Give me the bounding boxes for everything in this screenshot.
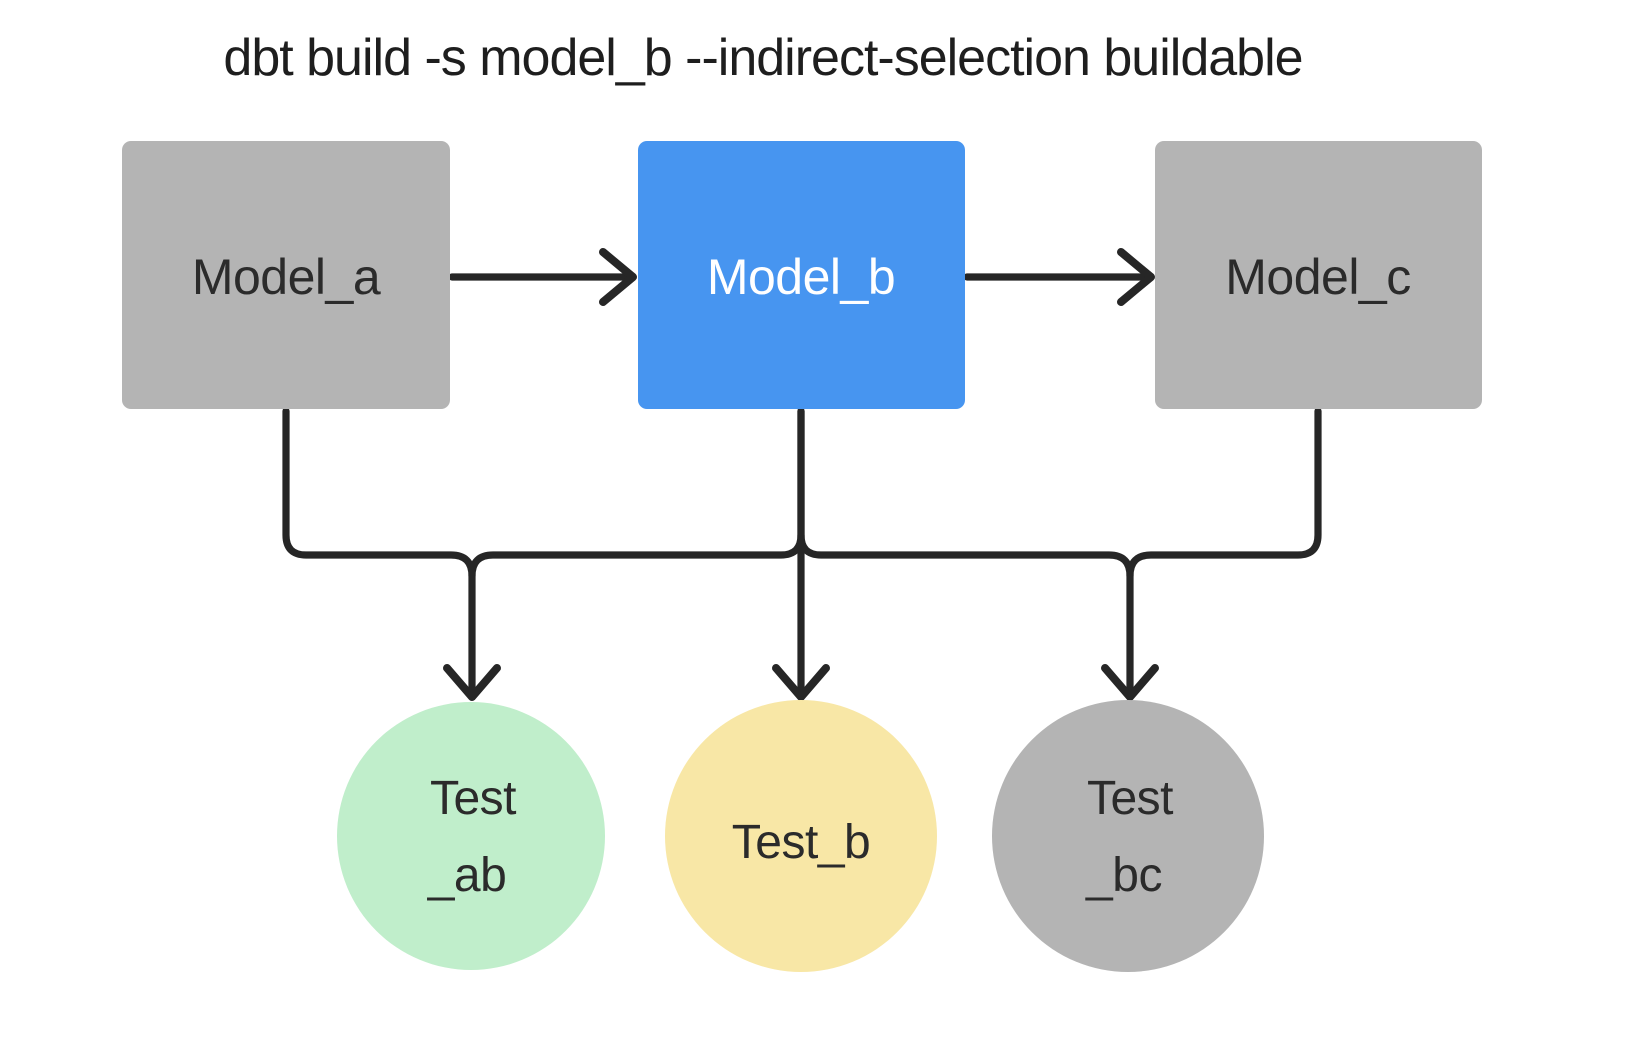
node-test-bc: Test _bc — [992, 700, 1264, 972]
diagram-title: dbt build -s model_b --indirect-selectio… — [223, 29, 1303, 87]
edge-model-c-to-test-bc — [1126, 407, 1322, 580]
node-test-ab: Test _ab — [337, 702, 605, 970]
node-model-a-box — [122, 141, 450, 409]
edge-model-a-to-test-ab — [282, 407, 476, 697]
node-model-a-label: Model_a — [192, 249, 381, 305]
arrowhead-test-bc-icon — [1101, 664, 1159, 701]
arrowhead-model-a-to-model-b-icon — [599, 248, 637, 306]
node-test-b: Test_b — [665, 700, 937, 972]
node-test-ab-label-line1: Test — [430, 772, 516, 825]
node-test-b-label: Test_b — [732, 816, 870, 869]
node-model-c-label: Model_c — [1225, 249, 1411, 305]
arrowhead-test-ab-icon — [443, 664, 501, 701]
node-test-bc-circle — [992, 700, 1264, 972]
node-test-ab-label-line2: _ab — [427, 849, 507, 902]
node-model-a: Model_a — [122, 141, 450, 409]
arrowhead-test-b-icon — [772, 664, 830, 701]
node-test-ab-circle — [337, 702, 605, 970]
node-test-bc-label-line1: Test — [1087, 772, 1173, 825]
node-test-bc-label-line2: _bc — [1085, 849, 1162, 902]
node-test-b-circle — [665, 700, 937, 972]
node-model-c: Model_c — [1155, 141, 1482, 409]
edge-model-b-to-test-ab — [468, 407, 805, 580]
arrowhead-model-b-to-model-c-icon — [1117, 248, 1155, 306]
node-model-b-box — [638, 141, 965, 409]
edge-model-b-to-test-bc — [797, 531, 1134, 697]
node-model-b-label: Model_b — [707, 249, 895, 305]
node-model-c-box — [1155, 141, 1482, 409]
edge-layer — [282, 248, 1322, 701]
node-model-b: Model_b — [638, 141, 965, 409]
